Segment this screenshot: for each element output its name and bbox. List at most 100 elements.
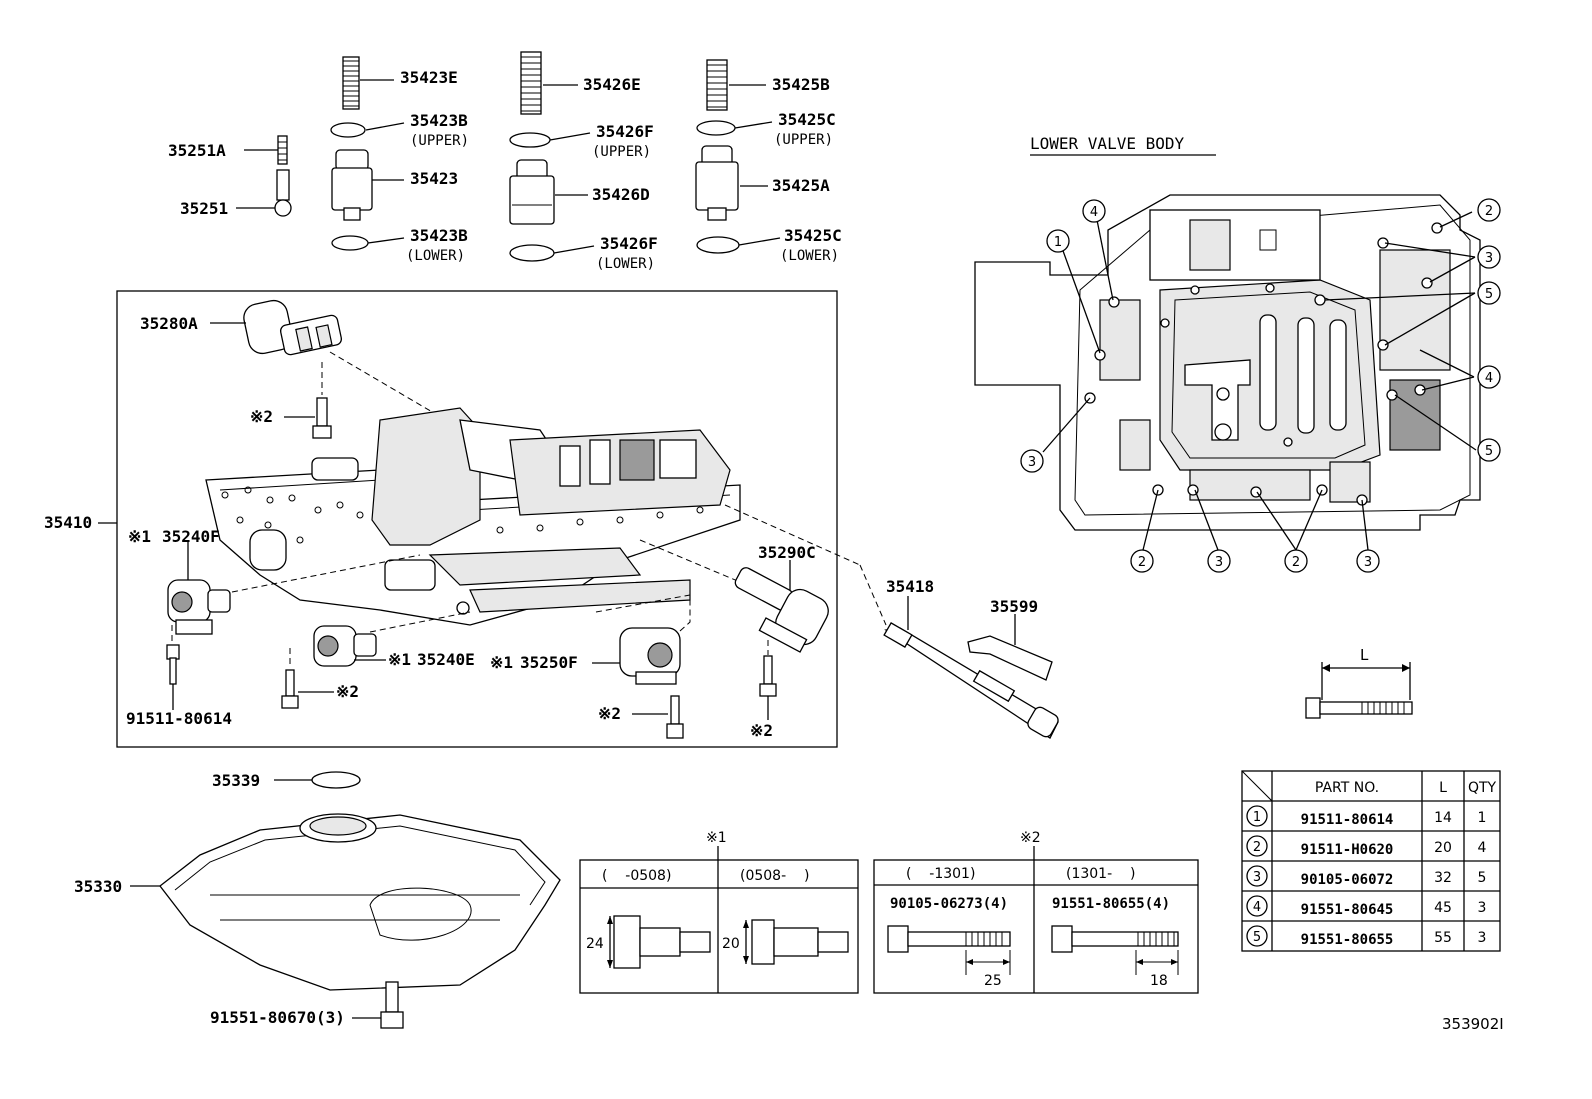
svg-text:5: 5 [1478, 870, 1487, 886]
label-35426e: 35426E [583, 75, 641, 94]
table-header-l: L [1439, 780, 1447, 796]
dimension-l-label: L [1360, 646, 1369, 664]
oil-pan-35330 [130, 813, 561, 991]
svg-text:5: 5 [1485, 444, 1493, 459]
ring-35426f-lower [509, 244, 595, 262]
bolt-table [1241, 770, 1501, 952]
note2-box [873, 859, 1199, 994]
label-mark2-d: ※2 [750, 721, 773, 740]
svg-text:4: 4 [1253, 900, 1261, 915]
label-mark1-b: ※1 [388, 650, 411, 669]
bolt-91511-80614 [166, 644, 180, 710]
label-35425c-lower: 35425C [784, 226, 842, 245]
label-35425c-upper: 35425C [778, 110, 836, 129]
note1-box [579, 859, 859, 994]
note2-part2: 91551-80655(4) [1052, 896, 1170, 912]
label-upper-2: (UPPER) [592, 144, 651, 160]
solenoid-35240f [167, 540, 231, 635]
spring-35251a [244, 135, 288, 165]
spring-35425b [706, 59, 766, 111]
note2-dim1: 25 [984, 973, 1002, 989]
label-35423e: 35423E [400, 68, 458, 87]
label-35426f-lower: 35426F [600, 234, 658, 253]
svg-text:91511-H0620: 91511-H0620 [1301, 842, 1394, 858]
ring-35426f-upper [509, 132, 591, 148]
lower-valve-body-drawing [974, 194, 1481, 531]
svg-text:91551-80645: 91551-80645 [1301, 902, 1394, 918]
label-35240f: 35240F [162, 527, 220, 546]
svg-text:2: 2 [1138, 555, 1146, 570]
svg-text:2: 2 [1292, 555, 1300, 570]
svg-text:3: 3 [1364, 555, 1372, 570]
callout-circles: 1 4 2 3 5 4 5 3 2 3 2 3 [1020, 198, 1501, 573]
label-35290c: 35290C [758, 543, 816, 562]
ring-35423b-upper [330, 122, 405, 138]
note2-dim2: 18 [1150, 973, 1168, 989]
label-upper-1: (UPPER) [410, 133, 469, 149]
label-35339: 35339 [212, 771, 260, 790]
label-mark1-c: ※1 [490, 653, 513, 672]
label-lower-1: (LOWER) [406, 248, 465, 264]
svg-text:55: 55 [1434, 930, 1452, 946]
label-35423: 35423 [410, 169, 458, 188]
oring-35339 [274, 771, 361, 789]
bracket-35599 [967, 614, 1053, 681]
svg-text:2: 2 [1253, 840, 1261, 855]
svg-text:3: 3 [1478, 930, 1487, 946]
table-row: 3 90105-06072 32 5 [1246, 865, 1487, 888]
label-35425b: 35425B [772, 75, 830, 94]
bolt-mark2-d [759, 655, 777, 720]
piston-35425a [695, 145, 768, 221]
label-35410: 35410 [44, 513, 92, 532]
table-row: 1 91511-80614 14 1 [1246, 805, 1487, 828]
label-35423b-lower: 35423B [410, 226, 468, 245]
bolt-length-diagram [1305, 662, 1413, 719]
bolt-mark2-b [281, 669, 334, 709]
label-lower-3: (LOWER) [780, 248, 839, 264]
label-mark2-a: ※2 [250, 407, 273, 426]
ring-35425c-upper [696, 120, 773, 136]
svg-text:1: 1 [1478, 810, 1487, 826]
svg-text:3: 3 [1215, 555, 1223, 570]
svg-text:32: 32 [1434, 870, 1452, 886]
valve-35251 [236, 169, 292, 217]
piston-35423 [331, 149, 404, 221]
svg-text:14: 14 [1434, 810, 1452, 826]
note2-mark: ※2 [1020, 830, 1041, 846]
label-35251a: 35251A [168, 141, 226, 160]
label-mark1-a: ※1 [128, 527, 151, 546]
note1-mark: ※1 [706, 830, 727, 846]
spring-35423e [342, 56, 394, 110]
label-35426d: 35426D [592, 185, 650, 204]
rod-35418 [883, 596, 1059, 739]
label-35418: 35418 [886, 577, 934, 596]
bolt-mark2-c [632, 695, 684, 739]
note2-part1: 90105-06273(4) [890, 896, 1008, 912]
note1-col2: (0508- ) [740, 868, 809, 884]
label-lower-2: (LOWER) [596, 256, 655, 272]
valve-body-assembly [205, 407, 741, 626]
note1-dim2: 20 [722, 936, 740, 952]
solenoid-35280a [210, 299, 343, 356]
note2-col2: (1301- ) [1066, 866, 1135, 882]
svg-text:1: 1 [1054, 235, 1062, 250]
callout-leaders [1042, 211, 1477, 551]
svg-text:4: 4 [1485, 371, 1493, 386]
table-row: 5 91551-80655 55 3 [1246, 925, 1487, 948]
solenoid-35250f [592, 627, 681, 685]
svg-text:90105-06072: 90105-06072 [1301, 872, 1394, 888]
svg-text:5: 5 [1485, 287, 1493, 302]
note1-col1: ( -0508) [602, 868, 671, 884]
note2-col1: ( -1301) [906, 866, 975, 882]
label-35426f-upper: 35426F [596, 122, 654, 141]
svg-text:3: 3 [1478, 900, 1487, 916]
label-35240e: 35240E [417, 650, 475, 669]
label-35251: 35251 [180, 199, 228, 218]
note1-dim1: 24 [586, 936, 604, 952]
svg-text:91511-80614: 91511-80614 [1301, 812, 1394, 828]
svg-text:5: 5 [1253, 930, 1261, 945]
table-row: 2 91511-H0620 20 4 [1246, 835, 1487, 858]
label-35425a: 35425A [772, 176, 830, 195]
svg-text:3: 3 [1253, 870, 1261, 885]
ring-35425c-lower [696, 236, 781, 254]
